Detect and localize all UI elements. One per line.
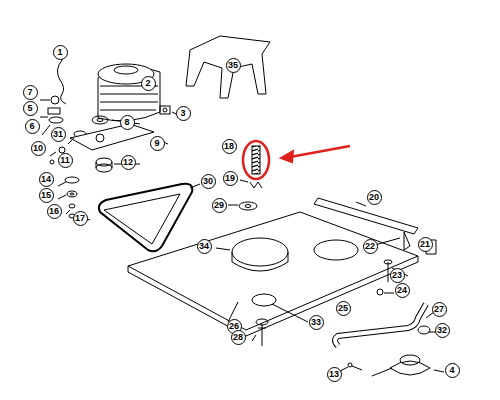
callout-number: 12 xyxy=(121,155,136,170)
callout-number: 5 xyxy=(23,101,38,116)
callout-number: 9 xyxy=(150,136,165,151)
callout-number: 4 xyxy=(445,363,460,378)
callout-number: 14 xyxy=(39,172,54,187)
callout-number: 17 xyxy=(73,211,88,226)
callout-number: 32 xyxy=(435,323,450,338)
callout-number: 24 xyxy=(395,283,410,298)
callout-number: 22 xyxy=(363,239,378,254)
callout-number: 20 xyxy=(367,190,382,205)
callout-number: 34 xyxy=(197,239,212,254)
callout-number: 15 xyxy=(39,188,54,203)
callout-number: 33 xyxy=(309,315,324,330)
callout-number: 28 xyxy=(231,330,246,345)
callout-number: 31 xyxy=(51,127,66,142)
callout-number: 7 xyxy=(23,85,38,100)
callout-number: 10 xyxy=(31,141,46,156)
callout-number: 2 xyxy=(141,76,156,91)
callout-number: 6 xyxy=(25,119,40,134)
callout-number: 29 xyxy=(212,198,227,213)
callout-number: 8 xyxy=(120,115,135,130)
callout-number: 3 xyxy=(176,106,191,121)
callout-number: 13 xyxy=(327,367,342,382)
callout-number: 35 xyxy=(226,58,241,73)
callout-number: 11 xyxy=(58,153,73,168)
callout-number: 21 xyxy=(418,237,433,252)
callout-number: 19 xyxy=(223,171,238,186)
callout-number: 23 xyxy=(390,268,405,283)
callout-number: 18 xyxy=(222,139,237,154)
callout-number: 25 xyxy=(336,301,351,316)
callout-number: 30 xyxy=(201,174,216,189)
callout-number: 27 xyxy=(432,302,447,317)
callout-number: 1 xyxy=(53,45,68,60)
callout-number: 16 xyxy=(47,204,62,219)
